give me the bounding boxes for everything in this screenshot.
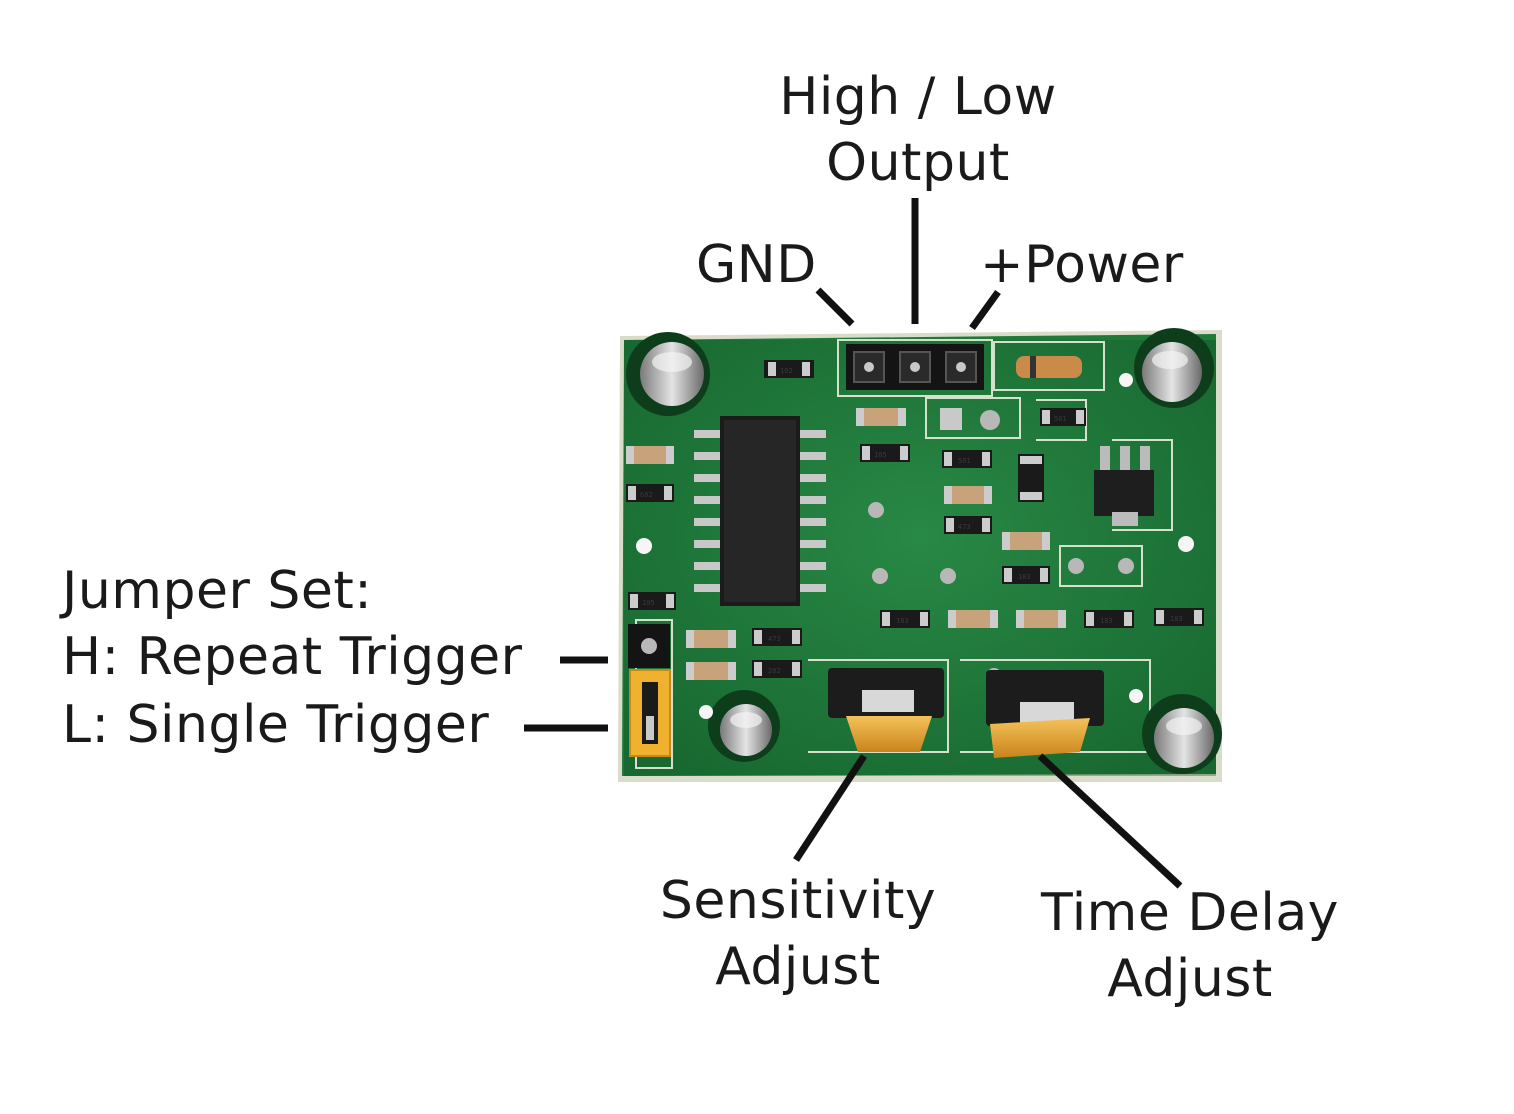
- sensitivity-label-line2: Adjust: [715, 937, 881, 997]
- leader-line-gnd: [815, 287, 855, 327]
- sensitivity-potentiometer: [828, 668, 944, 752]
- gnd-label: GND: [696, 235, 817, 295]
- capacitor-bottom-right: [1142, 694, 1222, 774]
- time-delay-label-line1: Time Delay: [1041, 883, 1339, 943]
- svg-text:183: 183: [1100, 617, 1113, 625]
- sensitivity-label-line1: Sensitivity: [659, 871, 937, 931]
- power-label: +Power: [980, 235, 1184, 295]
- header-pins: [846, 344, 984, 390]
- svg-text:202: 202: [768, 667, 781, 675]
- voltage-regulator: [1094, 446, 1154, 526]
- svg-text:682: 682: [640, 491, 653, 499]
- svg-text:501: 501: [958, 457, 971, 465]
- leader-line-time-delay: [1037, 753, 1183, 889]
- capacitor-bottom-left: [708, 690, 780, 762]
- time-delay-potentiometer: [986, 670, 1104, 758]
- time-delay-label-line2: Adjust: [1107, 949, 1273, 1009]
- output-label: High / Low Output: [748, 64, 1088, 196]
- svg-text:105: 105: [642, 599, 655, 607]
- time-delay-label: Time Delay Adjust: [1020, 880, 1360, 1012]
- smd-components: 102 682 105 105 501: [626, 360, 1204, 680]
- output-label-line1: High / Low: [779, 67, 1057, 127]
- svg-text:183: 183: [896, 617, 909, 625]
- trigger-jumper: [628, 624, 671, 757]
- jumper-l-label: L: Single Trigger: [62, 695, 490, 755]
- jumper-title-label: Jumper Set:: [62, 561, 373, 621]
- leader-line-power: [969, 289, 1001, 331]
- svg-text:105: 105: [874, 451, 887, 459]
- capacitor-top-right: [1134, 328, 1214, 408]
- leader-line-sensitivity: [793, 754, 867, 862]
- output-label-line2: Output: [826, 133, 1010, 193]
- mounting-holes: [636, 373, 1194, 719]
- svg-text:473: 473: [768, 635, 781, 643]
- svg-text:183: 183: [1018, 573, 1031, 581]
- diode: [1016, 356, 1082, 378]
- ic-chip: [694, 416, 826, 606]
- svg-text:473: 473: [958, 523, 971, 531]
- capacitor-top-left: [626, 332, 710, 416]
- svg-text:183: 183: [1170, 615, 1183, 623]
- svg-text:501: 501: [1054, 415, 1067, 423]
- leader-lines: [524, 198, 1183, 889]
- sensitivity-label: Sensitivity Adjust: [628, 868, 968, 1000]
- jumper-h-label: H: Repeat Trigger: [62, 627, 523, 687]
- svg-text:102: 102: [780, 367, 793, 375]
